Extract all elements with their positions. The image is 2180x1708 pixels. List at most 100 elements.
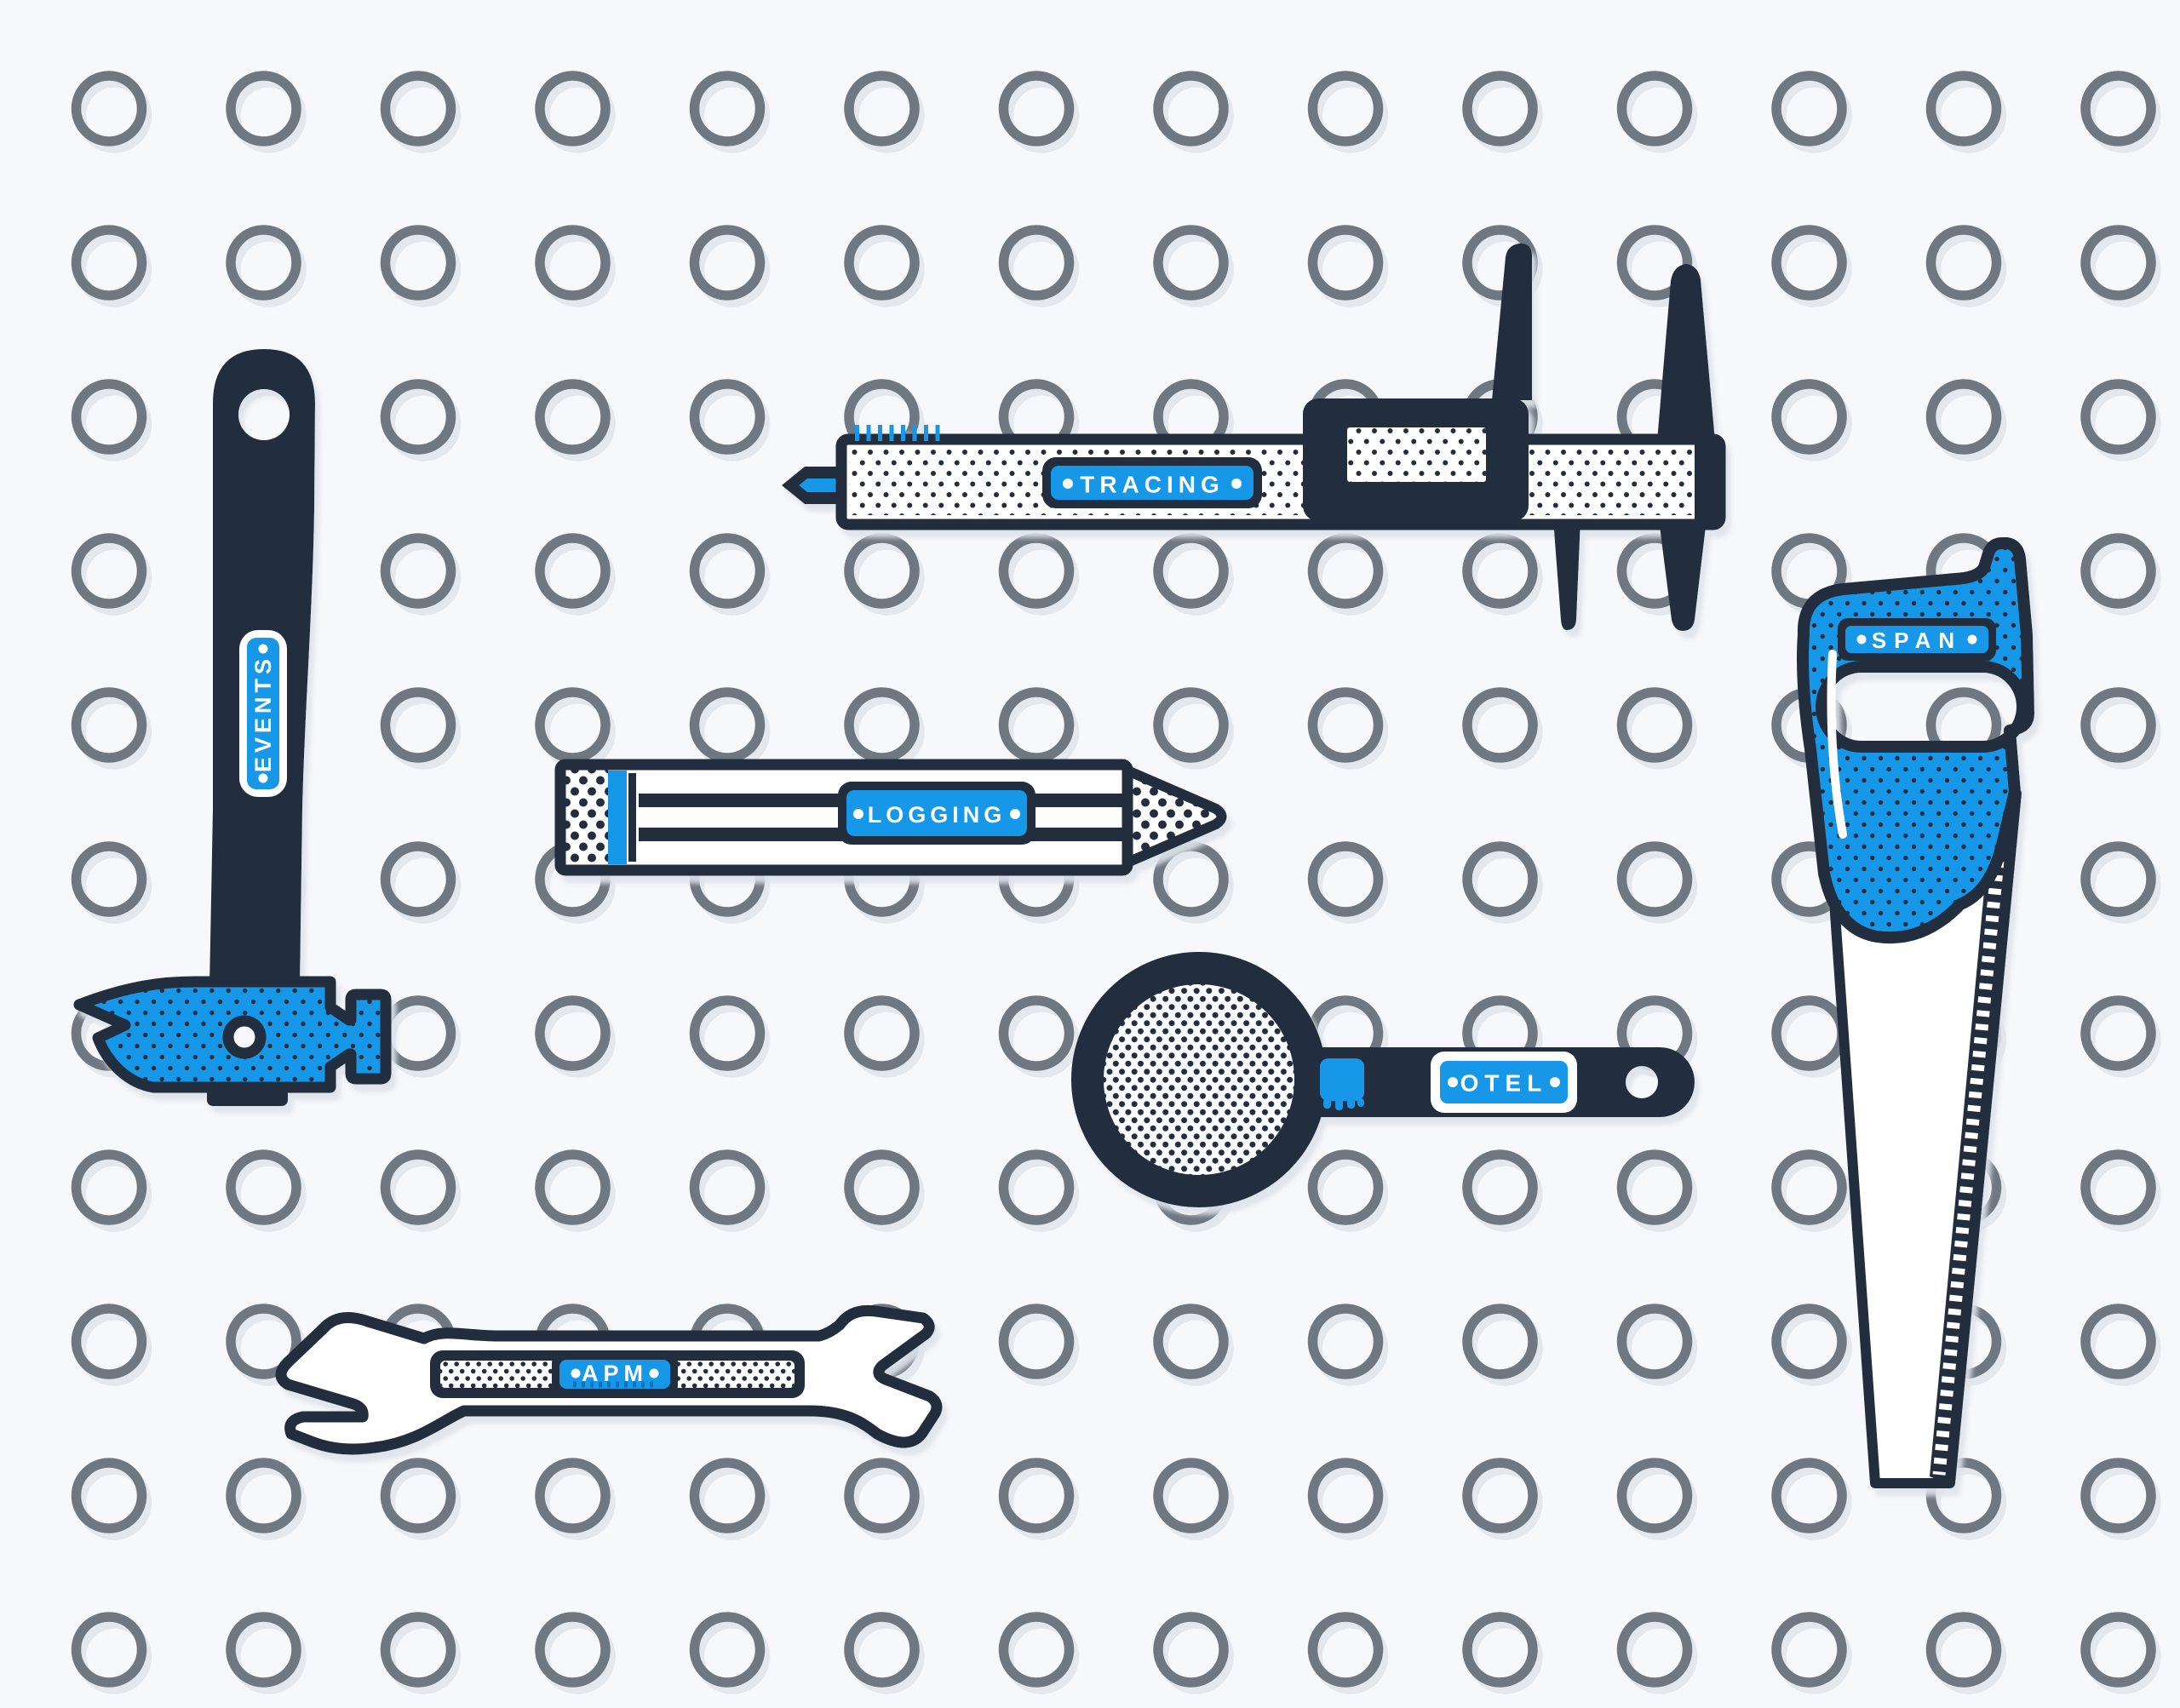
peg-hole xyxy=(2080,1612,2156,1688)
tracing-badge-face xyxy=(1051,466,1254,500)
caliper-beam-end-cap xyxy=(1695,436,1722,526)
saw-tool: SPAN xyxy=(1803,543,2028,1488)
peg-hole xyxy=(844,225,920,301)
badge-dot-icon xyxy=(1856,634,1867,645)
peg-hole xyxy=(998,687,1075,763)
peg-hole xyxy=(1307,687,1384,763)
peg-hole xyxy=(844,533,920,609)
peg-hole xyxy=(2080,71,2156,146)
tracing-badge: TRACING xyxy=(1042,457,1262,508)
peg-hole xyxy=(689,71,766,146)
peg-hole xyxy=(535,1458,611,1533)
peg-hole xyxy=(226,225,301,301)
wrench-tool: APM xyxy=(275,1304,943,1455)
caliper-upper-jaw-right xyxy=(1657,264,1715,441)
span-badge: SPAN xyxy=(1838,618,1996,661)
strainer-tool: OTEL xyxy=(1071,952,1695,1207)
peg-hole xyxy=(1925,379,2002,455)
pencil-ferrule-line xyxy=(628,773,636,862)
peg-hole xyxy=(844,995,920,1071)
peg-hole xyxy=(380,687,456,763)
peg-hole xyxy=(1925,71,2002,146)
peg-hole xyxy=(1925,225,2002,301)
badge-dot-icon xyxy=(649,1368,659,1378)
peg-hole xyxy=(1307,1149,1384,1225)
peg-hole xyxy=(844,1458,920,1533)
peg-hole xyxy=(1307,1458,1384,1533)
peg-hole xyxy=(226,71,301,146)
peg-hole xyxy=(1771,1304,1847,1379)
peg-hole xyxy=(689,995,766,1071)
peg-hole xyxy=(998,71,1075,146)
peg-hole xyxy=(1616,841,1693,917)
caliper-lower-jaw-left xyxy=(1553,519,1580,630)
peg-hole xyxy=(998,1304,1075,1379)
peg-hole xyxy=(1153,533,1229,609)
peg-hole xyxy=(1153,225,1229,301)
peg-hole xyxy=(535,1612,611,1688)
peg-hole xyxy=(2080,841,2156,917)
strainer-collar xyxy=(1320,1058,1364,1110)
peg-hole xyxy=(1153,841,1229,917)
peg-hole xyxy=(71,71,147,146)
peg-hole xyxy=(535,379,611,455)
badge-dot-icon xyxy=(1010,809,1020,819)
peg-hole xyxy=(1771,1458,1847,1533)
peg-hole xyxy=(380,379,456,455)
saw-handle-highlight xyxy=(1827,650,1847,839)
peg-hole xyxy=(71,225,147,301)
peg-hole xyxy=(226,1458,301,1533)
span-label: SPAN xyxy=(1872,628,1962,653)
peg-hole xyxy=(226,1149,301,1225)
peg-hole xyxy=(1616,1149,1693,1225)
logging-badge-face xyxy=(846,790,1027,836)
peg-hole xyxy=(1153,687,1229,763)
hammer-head-hole xyxy=(222,1015,267,1059)
peg-hole xyxy=(535,1149,611,1225)
events-badge-face xyxy=(247,638,279,789)
peg-hole xyxy=(535,687,611,763)
peg-hole xyxy=(380,1612,456,1688)
events-label: EVENTS xyxy=(250,655,276,772)
logging-badge: LOGGING xyxy=(838,782,1036,845)
peg-hole xyxy=(71,379,147,455)
peg-hole xyxy=(1462,71,1538,146)
saw-teeth xyxy=(1932,806,2010,1476)
peg-hole xyxy=(1771,225,1847,301)
peg-hole xyxy=(1307,225,1384,301)
peg-hole xyxy=(2080,225,2156,301)
badge-dot-icon xyxy=(1550,1077,1560,1087)
peg-hole xyxy=(1462,687,1538,763)
peg-hole xyxy=(1462,225,1538,301)
peg-hole xyxy=(1616,1458,1693,1533)
peg-hole xyxy=(1616,687,1693,763)
peg-hole xyxy=(1462,1149,1538,1225)
pencil-tool: LOGGING xyxy=(554,759,1227,876)
apm-label: APM xyxy=(582,1361,648,1386)
peg-hole xyxy=(2080,1149,2156,1225)
tracing-label: TRACING xyxy=(1080,472,1225,498)
caliper-lower-jaw-right xyxy=(1659,519,1707,631)
peg-hole xyxy=(689,225,766,301)
peg-hole xyxy=(1616,71,1693,146)
peg-hole xyxy=(998,533,1075,609)
peg-hole xyxy=(1771,1149,1847,1225)
peg-hole xyxy=(844,1612,920,1688)
peg-hole xyxy=(998,1458,1075,1533)
peg-hole xyxy=(1153,71,1229,146)
peg-hole xyxy=(380,1149,456,1225)
peg-hole xyxy=(689,687,766,763)
peg-hole xyxy=(1925,1458,2002,1533)
peg-hole xyxy=(1462,1612,1538,1688)
peg-hole xyxy=(535,71,611,146)
otel-badge: OTEL xyxy=(1431,1052,1577,1113)
peg-hole xyxy=(1307,841,1384,917)
badge-dot-icon xyxy=(853,809,863,819)
peg-hole xyxy=(71,1612,147,1688)
peg-hole xyxy=(998,1149,1075,1225)
peg-hole xyxy=(2080,379,2156,455)
peg-hole xyxy=(1307,1612,1384,1688)
otel-badge-face xyxy=(1440,1061,1568,1103)
peg-hole xyxy=(844,71,920,146)
peg-hole xyxy=(689,1149,766,1225)
